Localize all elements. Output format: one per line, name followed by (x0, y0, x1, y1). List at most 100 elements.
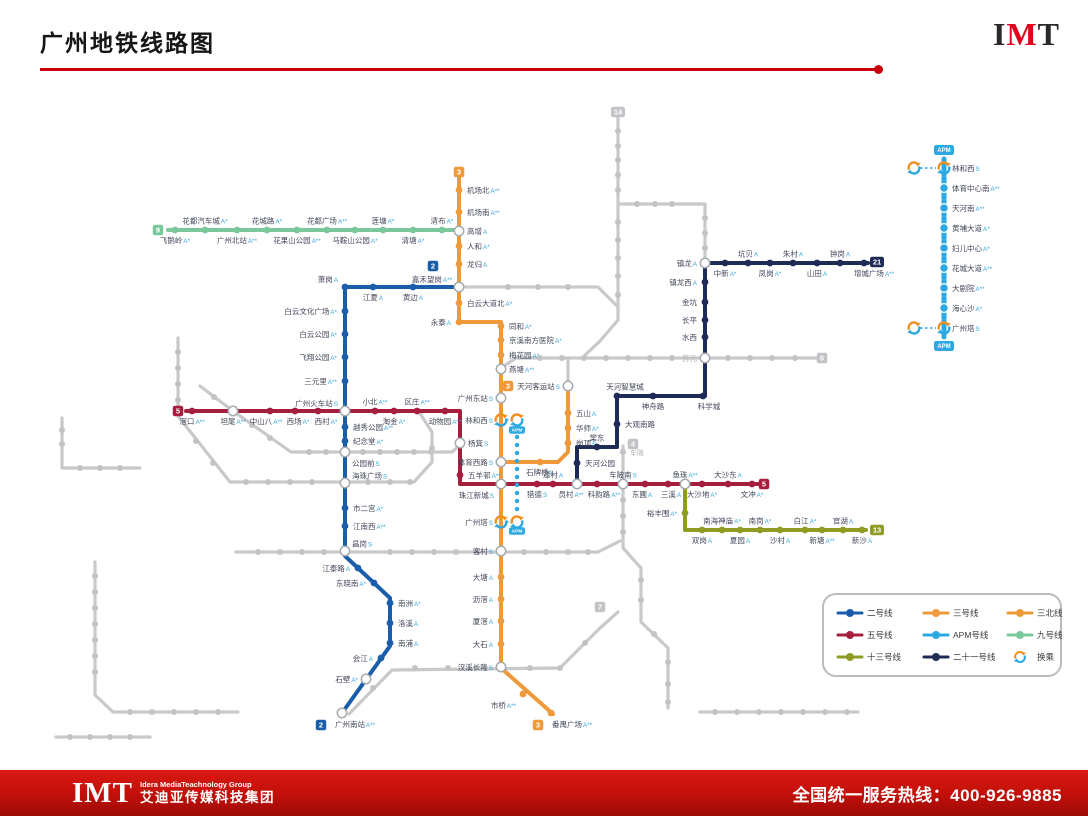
station-永泰 (455, 318, 463, 326)
station-label: 花都广场A** (307, 216, 348, 226)
stations-十三号线: 裕丰围A*双岗A南海神庙A*夏园A南岗A*沙村A白江A*新塘A**官湖A新沙A1… (647, 508, 884, 545)
station-label: 潭村A (543, 470, 564, 480)
gray-station-label: 车陂 (630, 448, 644, 457)
station-label: 大观南路 (625, 419, 655, 429)
station-白云大道北 (455, 299, 463, 307)
station-label: 员村A** (558, 489, 584, 499)
station-label: 白云大道北A* (467, 298, 513, 308)
station-花都汽车城 (201, 226, 209, 234)
station-龙归 (455, 260, 463, 268)
station-label: 山田A (807, 268, 828, 278)
station-label: 镇龙西A (669, 277, 698, 287)
station-label: 南浦A (398, 638, 419, 648)
station-客村 (495, 545, 507, 557)
station-label: 珠江新城S (459, 490, 494, 500)
svg-text:3: 3 (506, 382, 510, 391)
metro-line-三北线 (457, 175, 503, 464)
station-label: 金坑 (682, 297, 697, 307)
station-label: 镇龙A (677, 258, 698, 268)
station-员村 (571, 478, 583, 490)
legend-item-三号线: 三号线 (922, 602, 1006, 624)
station-label: 广州北站A** (217, 235, 258, 245)
station-label: 嘉禾望岗A** (412, 274, 453, 284)
legend-item-十三号线: 十三号线 (836, 646, 922, 668)
station-金坑 (701, 298, 709, 306)
legend-line-swatch (922, 653, 950, 661)
stations-二号线: 黄边A江夏A萧岗A白云文化广场A*白云公园A*飞翔公园A*三元里A**广州火车站… (284, 260, 439, 731)
station-label: 文冲A* (741, 489, 764, 499)
station-label: 体育西路S (458, 457, 493, 467)
station-萧岗 (341, 283, 349, 291)
station-label: 花果山公园A** (273, 235, 321, 245)
transfer-icon (1013, 651, 1027, 663)
legend-item-九号线: 九号线 (1006, 624, 1063, 646)
station-label: 石牌桥S (526, 467, 554, 477)
station-黄埔大道 (938, 222, 950, 234)
station-大石 (497, 640, 505, 648)
legend-item-label: 三号线 (953, 608, 979, 618)
line-badge: APM (934, 145, 954, 155)
station-label: 纪念堂A* (353, 436, 384, 446)
line-badge: APM (509, 527, 525, 535)
station-花城路 (263, 226, 271, 234)
station-朱村 (789, 259, 797, 267)
station-天河南 (938, 202, 950, 214)
station-label: 花城路A* (252, 216, 283, 226)
legend-item-换乘: 换乘 (1006, 646, 1063, 668)
footer-logo-sub-en: Idera MediaTeachnology Group (140, 779, 252, 789)
station-label: 区庄A** (404, 397, 430, 407)
station-京溪南方医院 (497, 336, 505, 344)
station-小北 (371, 407, 379, 415)
station-label: 汉溪长隆S (458, 662, 493, 672)
line-badge: 3 (532, 719, 544, 731)
station-长平 (701, 316, 709, 324)
station-机场南 (455, 208, 463, 216)
station-label: 岗顶S (576, 439, 596, 448)
station-label: 天河智慧城 (606, 382, 644, 392)
stations-二十一号线: 增城广场A**钟岗A山田A朱村A凤岗A*坑贝A中新A*镇龙A镇龙西A金坑长平水西… (573, 249, 895, 468)
station-label: 高增A (467, 226, 488, 236)
station-中新 (721, 259, 729, 267)
apm-inset: 林和西S体育中心南A**天河南A**黄埔大道A*妇儿中心A*花城大道A**大剧院… (934, 145, 1000, 351)
line-badge: 3 (502, 380, 514, 392)
station-科学城 (699, 392, 707, 400)
station-花果山公园 (293, 226, 301, 234)
station-机场北 (455, 186, 463, 194)
line-badge: APM (934, 341, 954, 351)
station-坦尾 (227, 405, 239, 417)
station-label: 沙村A (770, 535, 791, 545)
station-label: 江泰路A (322, 563, 351, 573)
station-广州北站 (233, 226, 241, 234)
station-双岗 (698, 526, 706, 534)
station-天河公园 (573, 459, 581, 467)
station-南洲 (386, 599, 394, 607)
station-新沙 (858, 526, 866, 534)
station-label: 江南西A** (353, 521, 386, 531)
station-猎德 (533, 480, 541, 488)
station-厦滘 (497, 617, 505, 625)
station-南海神庙 (718, 526, 726, 534)
station-label: 新沙A (852, 535, 873, 545)
line-badge: 5 (758, 478, 770, 490)
legend-item-label: APM号线 (953, 630, 989, 640)
station-公园前 (339, 446, 351, 458)
station-新塘 (818, 526, 826, 534)
stations-五号线: 滘口A**坦尾A**中山八A**西场A*西村A*小北A**淘金A*区庄A**动物… (172, 397, 770, 499)
line-badge: 3 (453, 166, 465, 178)
station-海珠广场 (339, 477, 351, 489)
svg-text:7: 7 (598, 603, 602, 612)
legend-line-swatch (836, 653, 864, 661)
line-badge: 21 (870, 256, 884, 268)
logo-letter-i: I (993, 16, 1007, 52)
station-label: 钟岗A (830, 249, 851, 259)
station-label: 科韵路A** (588, 489, 621, 499)
svg-text:APM: APM (512, 428, 523, 434)
station-白江 (801, 526, 809, 534)
station-黄边 (409, 283, 417, 291)
station-label: 越秀公园A** (353, 422, 394, 432)
station-山田 (813, 259, 821, 267)
svg-text:4: 4 (631, 440, 636, 449)
station-白云文化广场 (341, 307, 349, 315)
header: 广州地铁线路图 IMT (0, 0, 1088, 90)
station-车陂南 (617, 478, 629, 490)
